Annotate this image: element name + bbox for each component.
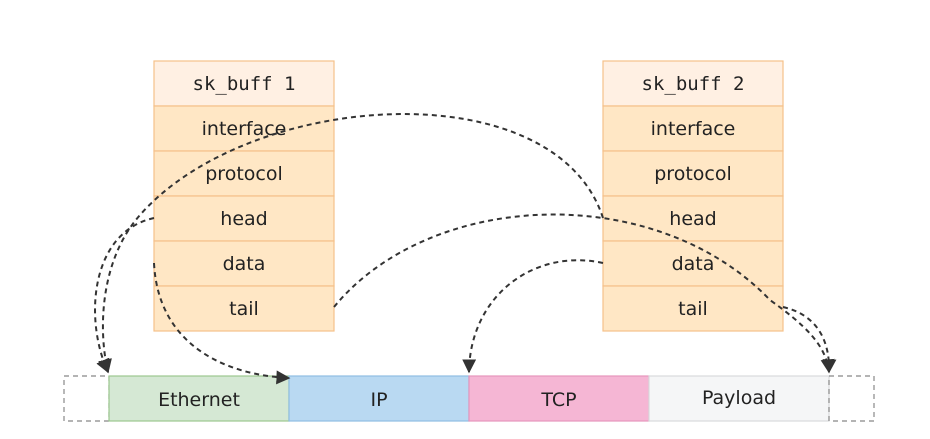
arrow-skb1-tail (333, 213, 835, 374)
sk-buff-1-field-interface-cell (153, 105, 335, 152)
sk-buff-1-field-protocol: protocol (205, 163, 283, 185)
sk-buff-2-field-tail-cell (602, 285, 784, 332)
sk-buff-2-field-head-cell (602, 195, 784, 242)
sk-buff-2-field-protocol: protocol (654, 163, 732, 185)
sk-buff-1-field-interface: interface (202, 118, 287, 140)
sk-buff-2-title: sk_buff 2 (642, 73, 745, 95)
sk-buff-2-field-head: head (669, 208, 716, 230)
sk-buff-1-field-tail-cell (153, 285, 335, 332)
sk-buff-2-field-tail: tail (678, 298, 708, 320)
sk-buff-2-field-data-cell (602, 240, 784, 287)
sk-buff-1-field-head: head (220, 208, 267, 230)
sk-buff-1-field-tail: tail (229, 298, 259, 320)
arrow-skb1-head (94, 217, 155, 374)
segment-tcp-label: TCP (540, 389, 576, 411)
sk-buff-2-field-interface: interface (651, 118, 736, 140)
segment-ip-cell (288, 375, 470, 422)
packet-tailroom-placeholder (828, 375, 875, 422)
arrow-skb2-data (462, 259, 604, 374)
sk-buff-1-field-head-cell (153, 195, 335, 242)
sk-buff-1-field-protocol-cell (153, 150, 335, 197)
sk-buff-1-title-cell (153, 60, 335, 107)
sk-buff-2: sk_buff 2 interface protocol head data t… (602, 60, 784, 332)
segment-ip-label: IP (370, 389, 387, 411)
pointer-arrows (94, 113, 837, 385)
packet-headroom-placeholder (63, 375, 110, 422)
arrow-skb2-tail (782, 306, 837, 374)
sk-buff-1-title: sk_buff 1 (193, 73, 296, 95)
segment-ethernet-cell (108, 375, 290, 422)
packet-buffer: Ethernet IP TCP Payload (63, 375, 875, 422)
sk-buff-1: sk_buff 1 interface protocol head data t… (153, 60, 335, 332)
segment-payload-label: Payload (702, 387, 776, 409)
sk-buff-2-field-interface-cell (602, 105, 784, 152)
segment-ethernet-label: Ethernet (158, 389, 240, 411)
sk-buff-2-field-data: data (672, 253, 715, 275)
arrow-skb1-data (153, 262, 291, 385)
arrow-skb2-head (98, 113, 604, 374)
sk-buff-1-field-data: data (223, 253, 266, 275)
segment-payload-cell (648, 375, 830, 422)
